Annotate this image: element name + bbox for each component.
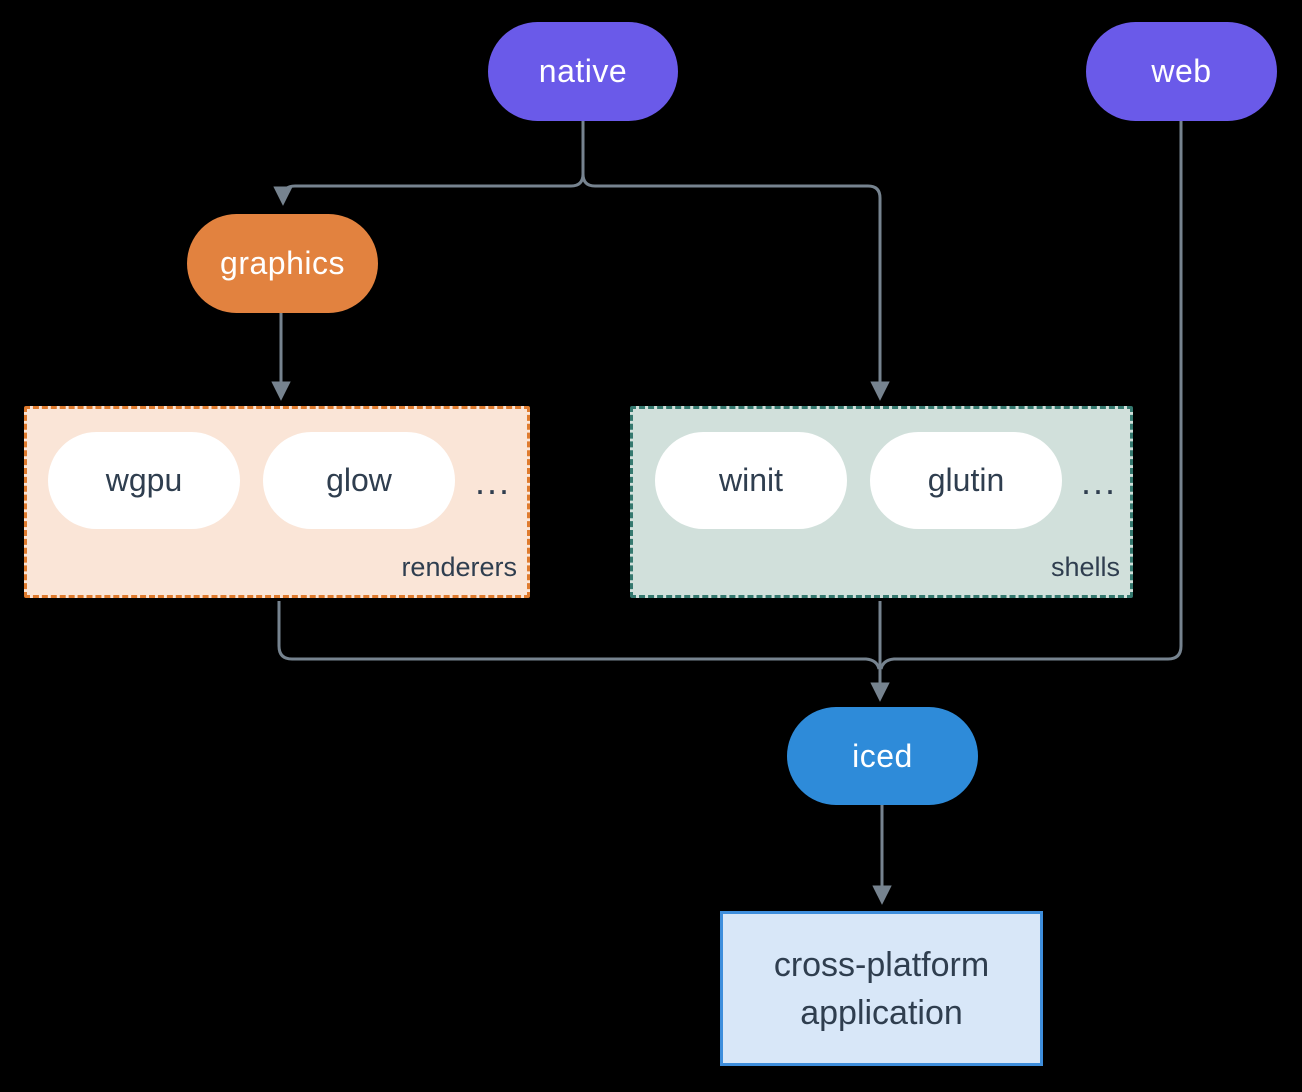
group-renderers: wgpu glow ... renderers bbox=[24, 406, 530, 598]
shells-group-label: shells bbox=[1050, 552, 1120, 582]
arrow-native-to-graphics bbox=[273, 121, 585, 206]
node-glow-label: glow bbox=[326, 462, 392, 498]
line-renderers-to-merge bbox=[277, 601, 881, 670]
application-label-line1: cross-platform bbox=[773, 945, 990, 984]
node-cross-platform-application: cross-platform application bbox=[720, 911, 1043, 1066]
group-shells: winit glutin ... shells bbox=[630, 406, 1133, 598]
node-graphics-label: graphics bbox=[220, 245, 345, 281]
renderers-group-label: renderers bbox=[401, 552, 517, 582]
node-iced-label: iced bbox=[852, 737, 913, 774]
node-wgpu: wgpu bbox=[48, 432, 240, 529]
node-graphics: graphics bbox=[187, 214, 378, 313]
node-glutin-label: glutin bbox=[927, 462, 1005, 498]
node-winit-label: winit bbox=[718, 462, 783, 498]
renderers-ellipsis: ... bbox=[475, 461, 512, 502]
node-web: web bbox=[1086, 22, 1277, 121]
node-glutin: glutin bbox=[870, 432, 1062, 529]
node-wgpu-label: wgpu bbox=[105, 462, 183, 498]
node-native: native bbox=[488, 22, 678, 121]
application-label-line2: application bbox=[800, 993, 963, 1032]
node-glow: glow bbox=[263, 432, 455, 529]
node-iced: iced bbox=[787, 707, 978, 805]
arrow-native-to-shells bbox=[581, 121, 890, 401]
node-winit: winit bbox=[655, 432, 847, 529]
shells-ellipsis: ... bbox=[1081, 461, 1118, 502]
node-web-label: web bbox=[1151, 53, 1212, 89]
node-native-label: native bbox=[538, 53, 628, 89]
